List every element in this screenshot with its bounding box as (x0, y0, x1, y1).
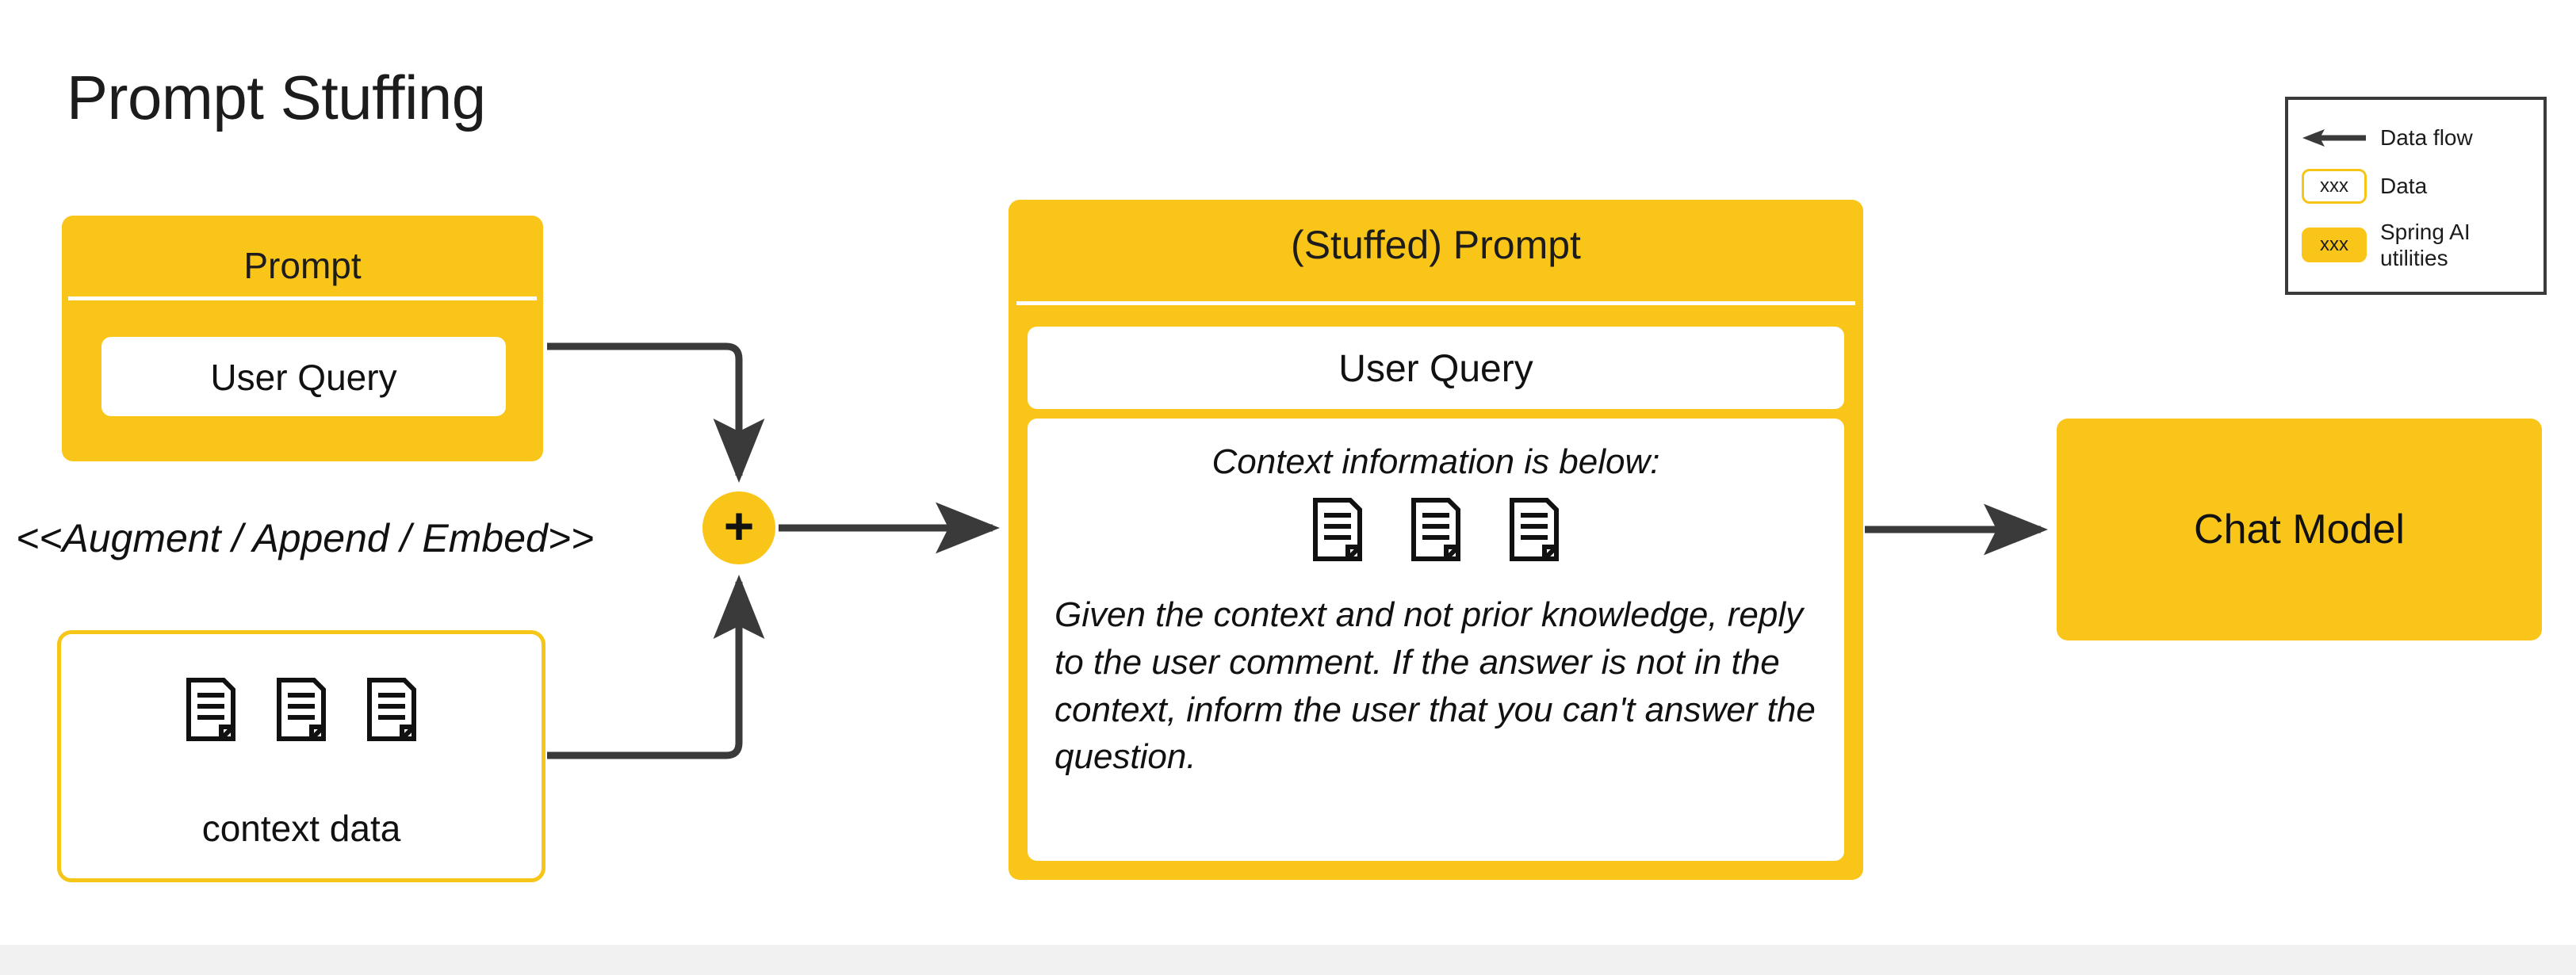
legend: Data flow xxx Data xxx Spring AI utiliti… (2285, 97, 2547, 295)
document-icon (367, 678, 416, 741)
chat-model-box[interactable]: Chat Model (2057, 419, 2542, 640)
prompt-user-query-label: User Query (210, 357, 397, 398)
prompt-instruction-text: Given the context and not prior knowledg… (1055, 595, 1816, 777)
document-icon (277, 678, 326, 741)
chat-model-label: Chat Model (2194, 507, 2405, 552)
stuffed-user-query-label: User Query (1338, 348, 1533, 390)
edge-prompt-to-merge (547, 342, 765, 483)
document-icon (186, 678, 235, 741)
plus-icon: + (723, 496, 755, 555)
document-icon (1411, 498, 1460, 561)
legend-label-data: Data (2380, 174, 2428, 199)
augment-append-embed-label: <<Augment / Append / Embed>> (16, 516, 595, 560)
stuffed-doc-row (1028, 498, 1844, 561)
context-data-box[interactable]: context data (57, 630, 545, 882)
prompt-box-divider (68, 296, 537, 300)
legend-row-spring-ai-utilities: xxx Spring AI utilities (2288, 219, 2543, 271)
context-information-header: Context information is below: (1211, 442, 1660, 481)
page-title: Prompt Stuffing (67, 63, 486, 132)
chip-filled-swatch: xxx (2288, 228, 2380, 262)
arrow-left-icon (2288, 128, 2380, 148)
bottom-strip (0, 945, 2576, 975)
edge-context-to-merge (547, 575, 765, 759)
legend-chip-data-text: xxx (2302, 169, 2367, 204)
legend-row-data-flow: Data flow (2288, 117, 2543, 159)
legend-label-data-flow: Data flow (2380, 125, 2473, 151)
stuffed-prompt-divider (1016, 301, 1855, 305)
legend-label-spring-ai-utilities: Spring AI utilities (2380, 219, 2471, 270)
legend-row-data: xxx Data (2288, 165, 2543, 208)
context-data-caption: context data (201, 808, 401, 849)
stuffed-prompt-title: (Stuffed) Prompt (1291, 223, 1581, 267)
plus-merge-node[interactable]: + (702, 491, 775, 564)
context-doc-row (61, 678, 542, 741)
document-icon (1510, 498, 1559, 561)
document-icon (1313, 498, 1362, 561)
stuffed-context-panel[interactable]: Context information is below: (1028, 419, 1844, 861)
chip-outline-swatch: xxx (2288, 169, 2380, 204)
legend-chip-util-text: xxx (2302, 228, 2367, 262)
prompt-box-title: Prompt (243, 245, 362, 286)
prompt-user-query-field[interactable]: User Query (101, 337, 506, 416)
stuffed-user-query-field[interactable]: User Query (1028, 327, 1844, 409)
